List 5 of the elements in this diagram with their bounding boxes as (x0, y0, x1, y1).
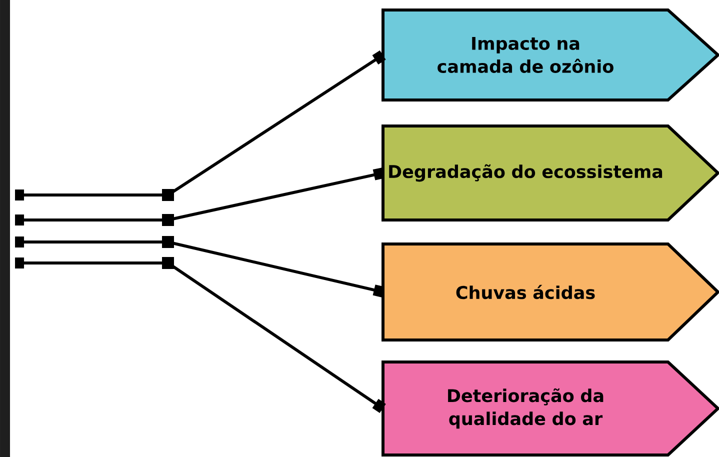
arrow-box: Deterioração da qualidade do ar (382, 360, 719, 456)
arrow-box: Impacto na camada de ozônio (382, 8, 719, 102)
arrow-box: Degradação do ecossistema (382, 124, 719, 222)
connector-line (15, 168, 384, 226)
arrow-box: Chuvas ácidas (382, 242, 719, 342)
